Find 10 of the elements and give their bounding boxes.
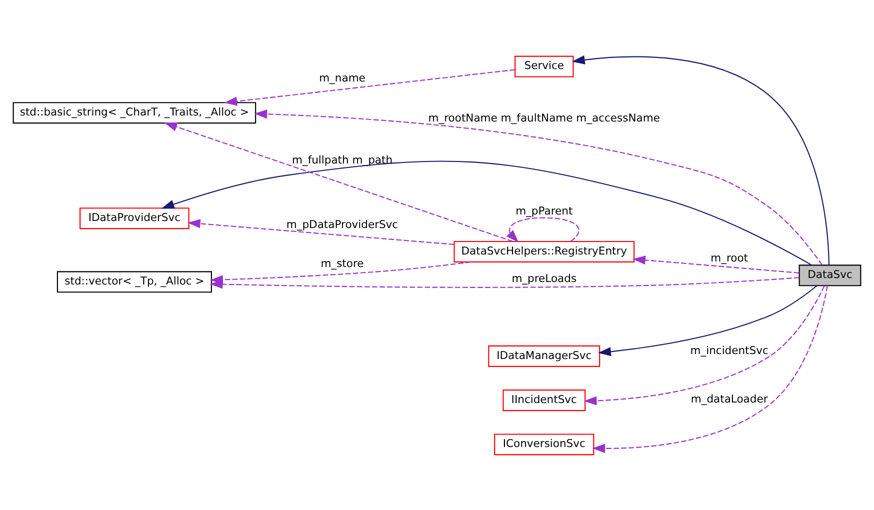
edge-label: m_root	[710, 250, 748, 264]
edge-label: m_fullpath m_path	[292, 152, 393, 166]
edge-label: m_preLoads	[512, 271, 577, 284]
edge-label: m_pParent	[516, 204, 573, 218]
edge-label: m_incidentSvc	[690, 344, 768, 357]
edge-label: m_store	[320, 256, 364, 270]
edge-label: m_rootName m_faultName m_accessName	[428, 110, 660, 124]
edge-label: m_dataLoader	[690, 392, 768, 405]
edge-label: m_pDataProviderSvc	[286, 218, 398, 231]
edge-label: m_name	[319, 71, 366, 84]
